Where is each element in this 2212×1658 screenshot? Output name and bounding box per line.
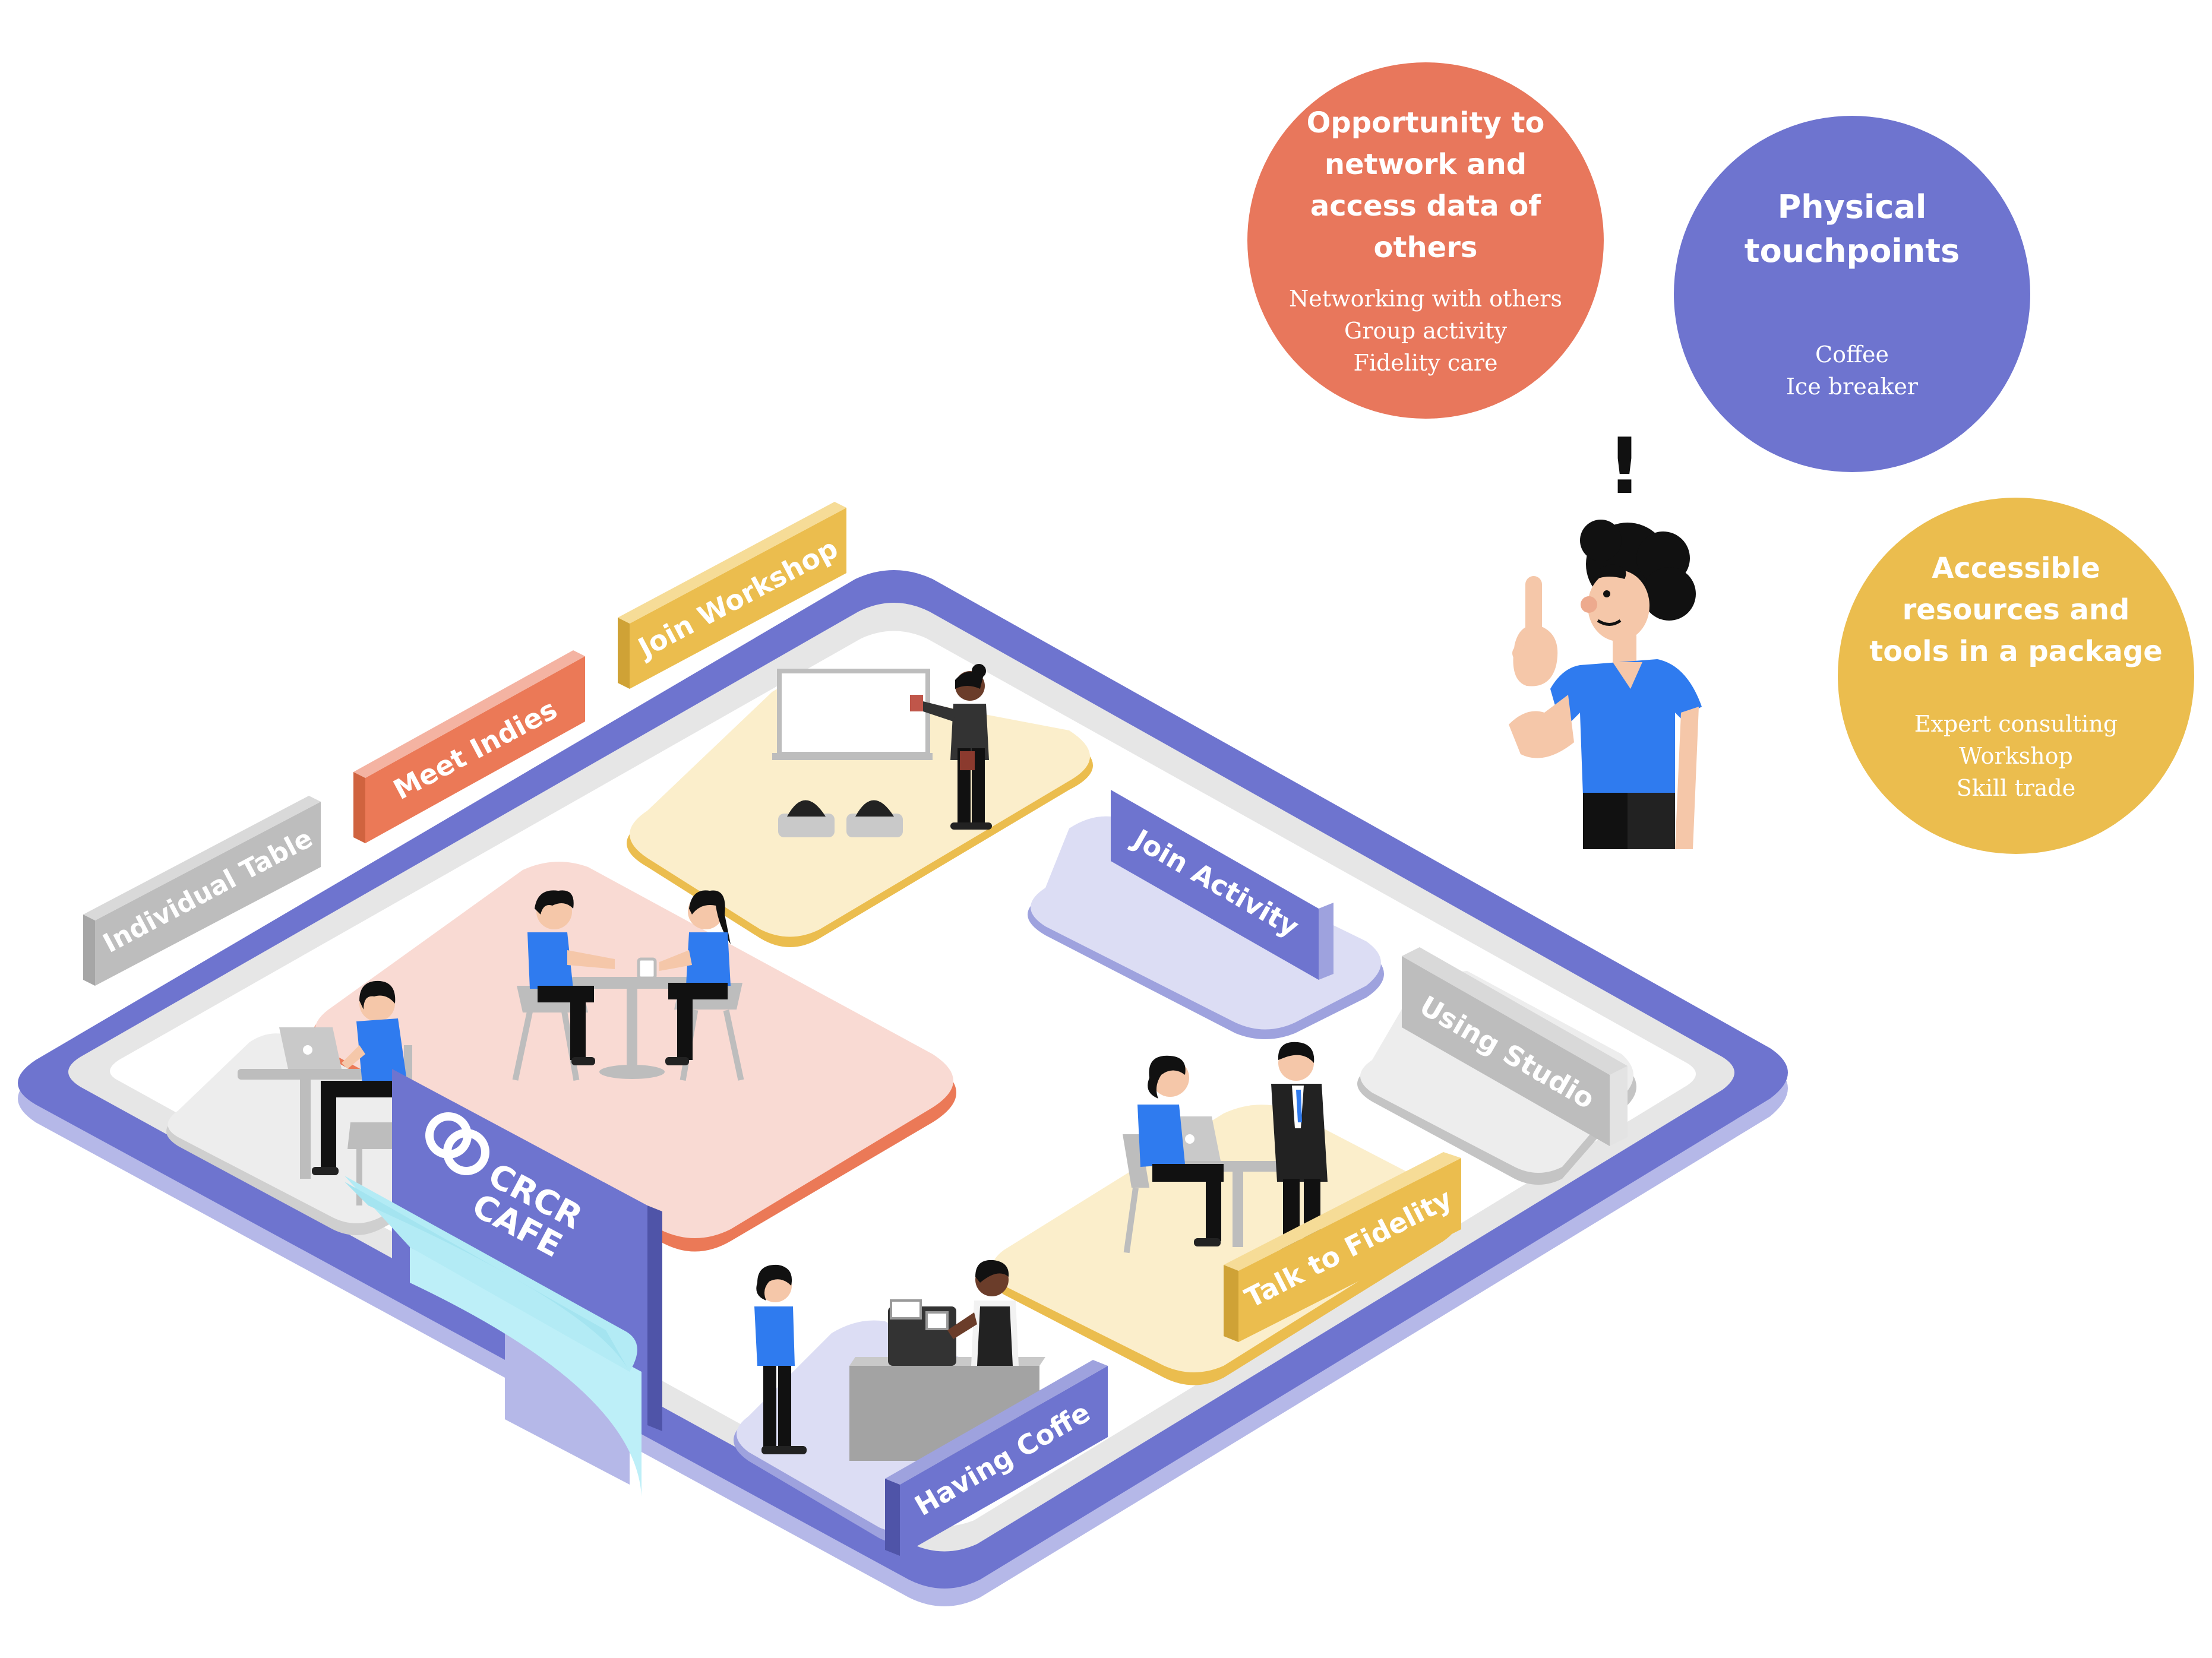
whiteboard (772, 669, 933, 760)
bubble-network-items: Networking with others Group activity Fi… (1289, 286, 1562, 376)
presenter-person (910, 664, 992, 830)
sign-having-coffe-board (885, 1360, 1108, 1556)
meeting-table (570, 957, 695, 1079)
sign-meet-indies-board (353, 650, 585, 843)
bubble-resources-title: Accessible resources and tools in a pack… (1869, 552, 2163, 668)
bubble-resources: Accessible resources and tools in a pack… (1838, 498, 2194, 854)
thinking-person (1509, 520, 1702, 849)
person-left-meeting (512, 890, 615, 1081)
sign-talk-to-fidelity-board (1224, 1152, 1461, 1342)
sign-join-activity-board (1111, 790, 1333, 980)
person-right-meeting (659, 890, 744, 1081)
bubble-network-title: Opportunity to network and access data o… (1306, 106, 1545, 264)
bubble-physical: Physical touchpoints Coffee Ice breaker (1674, 116, 2030, 472)
cafe-logo-mark (425, 1112, 489, 1175)
raised-hand (1509, 576, 1574, 758)
person-torso (1550, 659, 1702, 796)
bubble-resources-items: Expert consulting Workshop Skill trade (1914, 711, 2118, 801)
person-arm-down (1675, 707, 1699, 849)
barista (947, 1260, 1019, 1366)
bubble-physical-items: Coffee Ice breaker (1786, 341, 1919, 400)
bubble-physical-title: Physical touchpoints (1744, 188, 1960, 270)
bubble-network: Opportunity to network and access data o… (1247, 62, 1604, 419)
customer-coffee (754, 1264, 807, 1454)
audience-seats (778, 800, 903, 837)
sign-using-studio-board (1402, 947, 1628, 1146)
exclamation-mark: ! (1607, 421, 1642, 511)
individual-desk (238, 1027, 380, 1179)
person-with-laptop (1123, 1055, 1224, 1254)
sign-join-workshop-board (618, 502, 846, 689)
person-face (1581, 564, 1649, 641)
zone-talk-to-fidelity (989, 1105, 1458, 1385)
sign-individual-table-board (83, 796, 321, 986)
cafe-entrance (345, 1069, 662, 1496)
zone-join-activity (1028, 816, 1384, 1039)
